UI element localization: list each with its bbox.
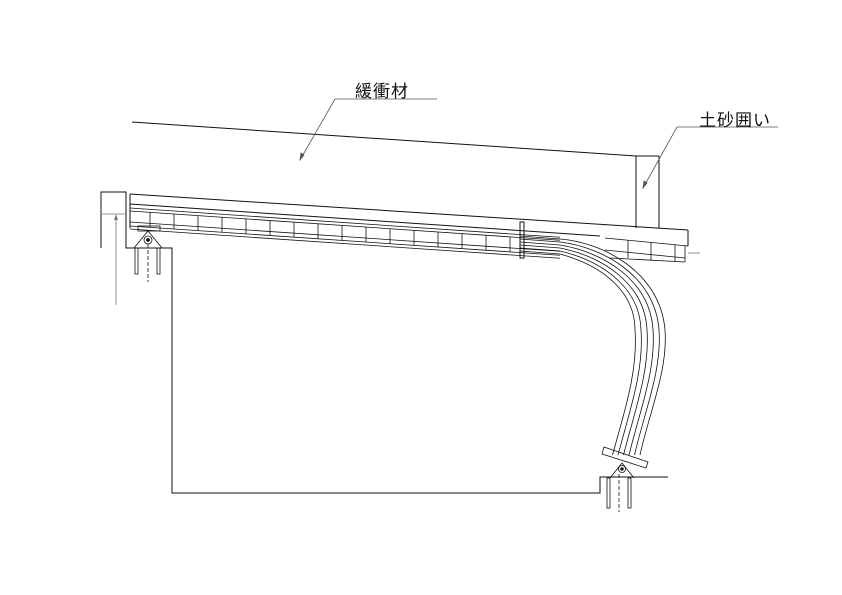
girder-line [129, 228, 561, 259]
girder-line [129, 210, 561, 241]
girder-line [129, 207, 561, 238]
girder-curved [519, 235, 666, 456]
curved-girder-line [519, 241, 654, 456]
label-cushion: 緩衝材 [355, 82, 409, 102]
curved-girder-line [519, 235, 666, 456]
splice-plate [519, 221, 525, 259]
girder-right-segment [604, 237, 700, 263]
girder-line [129, 221, 561, 252]
curved-girder-line [519, 247, 642, 456]
leader-arrow-icon [299, 98, 778, 190]
curved-girder-line [519, 238, 660, 456]
curved-girder-line [519, 250, 636, 456]
girder-straight [129, 207, 561, 259]
anchor-bolt-icon [134, 244, 161, 282]
bearing-support-icon [133, 225, 163, 249]
left-abutment [100, 191, 668, 494]
deck-slab [129, 193, 689, 246]
curved-girder-line [519, 244, 648, 456]
girder-line [129, 225, 561, 256]
label-earth-enclosure: 土砂囲い [699, 111, 771, 131]
anchor-bolt-icon [606, 474, 632, 512]
bearing-support-icon [601, 446, 649, 479]
cushion-layer [131, 121, 660, 228]
